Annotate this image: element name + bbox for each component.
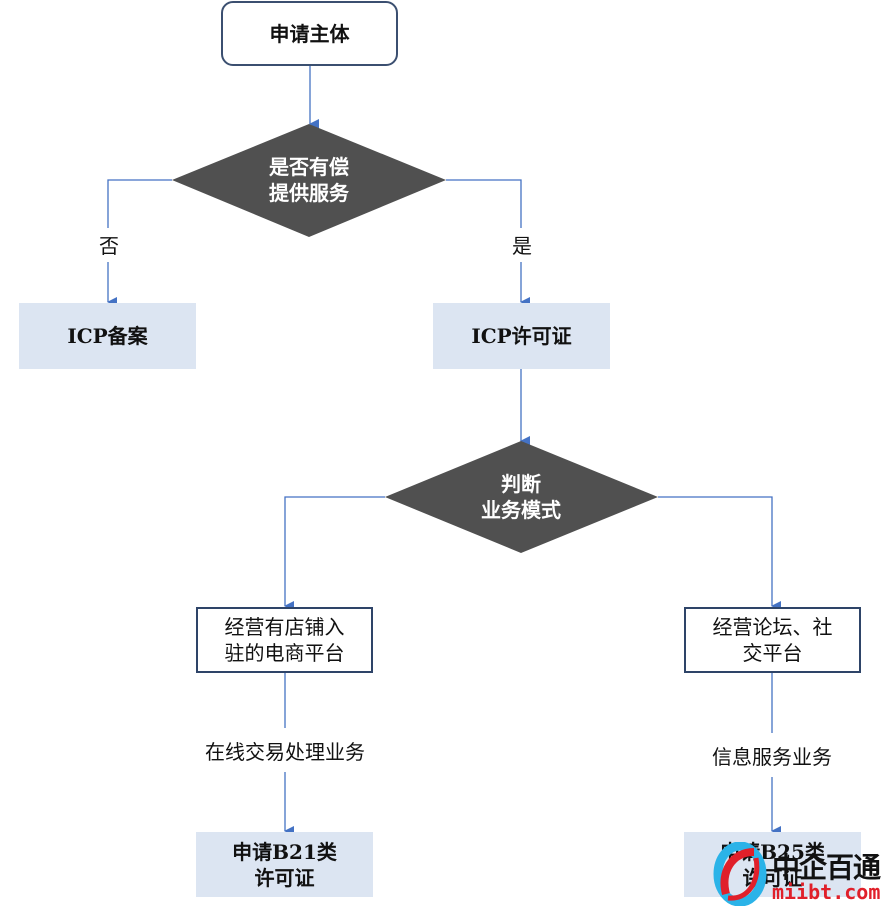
ecommerce-platform-node: 经营有店铺入 驻的电商平台 [196,607,373,673]
icp-license-node: ICP许可证 [433,303,610,369]
icp-filing-node: ICP备案 [19,303,196,369]
edge-label-online-trading: 在线交易处理业务 [185,736,385,765]
edge-mode-left [284,496,385,611]
decision-business-mode: 判断 业务模式 [421,471,621,523]
forum-line-1: 经营论坛、社 [712,615,833,639]
b21-line-2: 许可证 [254,865,315,890]
edge-label-yes: 是 [509,230,535,259]
decision-mode-shape [385,441,658,553]
edge-paid-no [107,179,172,228]
b21-line-1: 申请B21类 [232,839,337,864]
edge-label-info-service: 信息服务业务 [692,741,852,770]
ecommerce-line-1: 经营有店铺入 [224,615,345,639]
b21-license-node: 申请B21类 许可证 [196,832,373,897]
decision-paid-line-2: 提供服务 [269,181,349,205]
decision-mode-line-2: 业务模式 [481,498,561,522]
watermark-url: miibt.com [772,880,881,904]
icp-license-label: ICP许可证 [471,324,572,348]
watermark: 中企百通 miibt.com [712,842,882,906]
watermark-logo-icon [713,842,767,906]
watermark-brand: 中企百通 [772,851,881,884]
decision-paid-line-1: 是否有偿 [269,155,349,179]
icp-filing-label: ICP备案 [67,324,148,348]
decision-paid-service: 是否有偿 提供服务 [209,154,409,206]
decision-mode-line-1: 判断 [501,472,541,496]
ecommerce-line-2: 驻的电商平台 [224,641,345,665]
start-label: 申请主体 [269,21,350,46]
forum-social-node: 经营论坛、社 交平台 [684,607,861,673]
edge-paid-yes [446,179,522,228]
edge-label-no: 否 [96,230,122,259]
edge-mode-right [658,496,781,611]
start-node: 申请主体 [221,1,398,66]
forum-line-2: 交平台 [742,641,803,665]
decision-paid-shape [172,124,446,237]
